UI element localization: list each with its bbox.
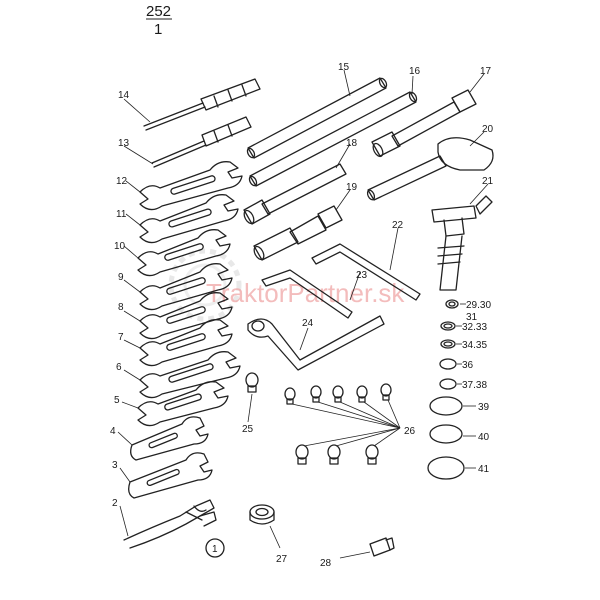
callout-28: 28 [320,558,332,569]
callout-27: 27 [276,554,288,565]
sub-number: 1 [154,21,162,38]
callout-14: 14 [118,90,130,101]
callout-3: 3 [112,460,118,471]
callout-6: 6 [116,362,122,373]
callout-2: 2 [112,498,118,509]
callout-36: 36 [462,360,474,371]
callout-22: 22 [392,220,404,231]
callout-29-30: 29.30 [466,300,491,311]
callout-12: 12 [116,176,128,187]
drive-assembly-21 [431,195,493,291]
wrench-10 [137,229,231,277]
callout-39: 39 [478,402,490,413]
extension-18 [243,163,347,225]
wrench-11 [139,194,239,244]
callout-21: 21 [482,176,494,187]
callout-7: 7 [118,332,124,343]
callout-11: 11 [116,209,127,220]
plug-28 [369,537,395,557]
nut-27 [249,504,275,525]
wrench-12 [139,161,243,211]
callout-9: 9 [118,272,124,283]
bulb-25 [245,372,259,393]
spanner-3 [128,452,213,499]
watermark-gear-icon [168,248,242,322]
callout-26-leaders [291,399,401,447]
bulbs-26 [284,383,392,465]
wrench-9 [139,263,233,311]
callout-13: 13 [118,138,130,149]
bar-16 [248,91,418,187]
callout-40: 40 [478,432,490,443]
callout-10: 10 [114,241,126,252]
spanner-4 [130,416,209,461]
wrench-7 [139,319,233,367]
callout-18: 18 [346,138,358,149]
bent-wrench-24 [247,315,385,371]
box-wrench-19 [253,205,343,261]
allen-key-22 [311,243,421,301]
pliers [123,499,217,549]
screwdriver-small [151,116,252,168]
wrench-5 [137,381,229,427]
callout-8: 8 [118,302,124,313]
t-handle-20 [366,137,494,201]
rings [427,299,465,480]
callout-24: 24 [302,318,314,329]
wrench-8 [139,292,233,340]
callout-34-35: 34.35 [462,340,487,351]
bar-15 [246,77,388,159]
callout-19: 19 [346,182,358,193]
callout-32-33: 32.33 [462,322,487,333]
callout-20: 20 [482,124,494,135]
callout-25: 25 [242,424,254,435]
screwdriver-large [143,78,261,131]
extension-17 [371,89,477,158]
callout-37-38: 37.38 [462,380,487,391]
watermark-text: TraktorPartner.sk [206,278,405,308]
callout-23: 23 [356,270,368,281]
callout-4: 4 [110,426,116,437]
callout-1: 1 [212,544,218,555]
wrench-6 [139,351,241,399]
callout-1-circle [205,538,225,558]
callout-41: 41 [478,464,490,475]
callout-17: 17 [480,66,492,77]
callout-5: 5 [114,395,120,406]
page-number: 252 [146,3,171,20]
callout-31: 31 [466,312,478,323]
l-key-23 [261,269,353,319]
callout-16: 16 [409,66,421,77]
callout-15: 15 [338,62,350,73]
callout-26: 26 [404,426,416,437]
